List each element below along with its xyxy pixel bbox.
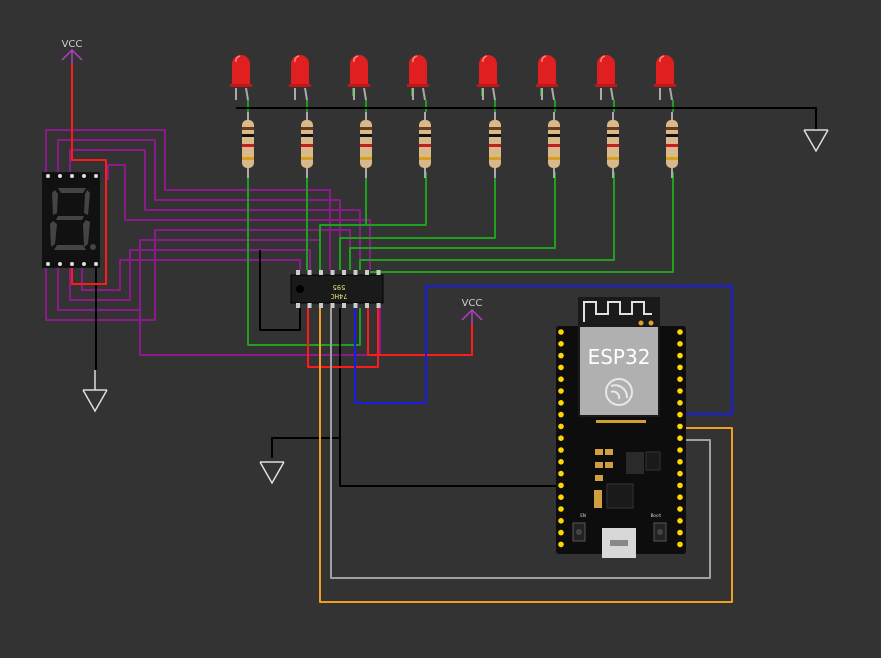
resistor-8 — [666, 112, 678, 178]
blue-wire — [354, 285, 733, 415]
led-1 — [230, 55, 252, 101]
esp32-pin-right — [677, 494, 683, 501]
esp32-pin-right — [677, 400, 683, 406]
led-8 — [654, 55, 676, 101]
esp32-pin-left — [558, 329, 564, 335]
led-6 — [536, 55, 558, 101]
esp32-pin-left — [558, 376, 564, 383]
shift-register-label-bottom: 74HC — [331, 292, 348, 300]
orange-wire — [319, 308, 733, 603]
esp32-pin-left — [558, 435, 564, 442]
esp32-pin-left — [558, 388, 564, 394]
vcc-symbol-right: VCC — [461, 298, 483, 324]
chip-pin-top — [342, 270, 346, 275]
chip-pin-bottom — [330, 303, 335, 308]
red-wires — [71, 64, 473, 368]
chip-pin-bottom — [365, 303, 369, 308]
resistor-5 — [489, 112, 501, 178]
esp32-pin-left — [558, 518, 564, 524]
esp32-pin-left — [558, 352, 564, 359]
esp32-pin-left — [558, 447, 564, 453]
en-button-label: EN — [580, 513, 586, 519]
ground-symbol-top-right — [803, 129, 829, 153]
esp32-pin-right — [677, 541, 683, 548]
esp32-pin-left — [558, 341, 564, 347]
purple-wires — [45, 129, 381, 356]
esp32-pin-right — [677, 459, 683, 465]
esp32-pin-left — [558, 541, 564, 548]
led-7 — [595, 55, 617, 101]
black-wires — [95, 107, 817, 487]
chip-pin-top — [307, 270, 312, 275]
led-4 — [407, 55, 429, 101]
chip-pin-top — [353, 270, 358, 275]
chip-pin-bottom — [307, 303, 312, 308]
chip-pin-bottom — [376, 303, 381, 308]
esp32-pin-right — [677, 482, 683, 489]
esp32-label: ESP32 — [588, 345, 651, 369]
resistor-4 — [419, 112, 431, 178]
chip-pin-top — [365, 270, 369, 275]
esp32-pin-left — [558, 411, 564, 418]
esp32-pin-right — [677, 376, 683, 383]
esp32-pin-right — [677, 447, 683, 453]
led-2 — [289, 55, 311, 101]
esp32-pin-left — [558, 400, 564, 406]
esp32-pin-right — [677, 352, 683, 359]
esp32-pin-left — [558, 482, 564, 489]
resistor-3 — [360, 112, 372, 178]
esp32-pin-right — [677, 423, 683, 430]
led-array — [230, 55, 678, 178]
resistor-6 — [548, 112, 560, 178]
resistor-7 — [607, 112, 619, 178]
gray-wire — [330, 308, 711, 579]
vcc-symbol-left: VCC — [61, 39, 83, 64]
chip-pin-bottom — [353, 303, 358, 308]
ground-symbol-middle — [259, 461, 285, 485]
esp32-pin-right — [677, 435, 683, 442]
chip-pin-top — [376, 270, 381, 275]
chip-pin-top — [296, 270, 300, 275]
esp32-pin-left — [558, 459, 564, 465]
seven-segment-pins — [46, 174, 98, 266]
resistor-2 — [301, 112, 313, 178]
esp32-pin-left — [558, 364, 564, 371]
led-5 — [477, 55, 499, 101]
ground-symbol-left — [82, 370, 108, 413]
esp32-pin-left — [558, 423, 564, 430]
esp32-board: ESP32 EN Boot — [556, 297, 686, 558]
chip-pin-top — [330, 270, 335, 275]
vcc-label-right: VCC — [462, 298, 483, 309]
esp32-pin-right — [677, 518, 683, 524]
esp32-pin-left — [558, 529, 564, 536]
esp32-pin-right — [677, 411, 683, 418]
esp32-pin-right — [677, 529, 683, 536]
esp32-pin-right — [677, 329, 683, 335]
chip-pin-bottom — [342, 303, 346, 308]
chip-pin-bottom — [296, 303, 300, 308]
vcc-label-left: VCC — [62, 39, 83, 50]
chip-pin-top — [319, 270, 323, 275]
shift-register-label-top: 595 — [333, 283, 346, 291]
esp32-pin-right — [677, 388, 683, 394]
esp32-pin-left — [558, 506, 564, 512]
boot-button-label: Boot — [651, 513, 662, 519]
espressif-logo-icon — [605, 378, 633, 406]
shift-register-74hc595: 595 74HC — [290, 270, 384, 308]
esp32-pin-left — [558, 470, 564, 477]
esp32-pin-right — [677, 506, 683, 512]
esp32-pin-left — [558, 494, 564, 501]
led-3 — [348, 55, 370, 101]
chip-pin-bottom — [319, 303, 323, 308]
esp32-pin-right — [677, 470, 683, 477]
esp32-pin-right — [677, 341, 683, 347]
esp32-pin-right — [677, 364, 683, 371]
seven-segment-display — [42, 172, 100, 268]
resistor-1 — [242, 112, 254, 178]
